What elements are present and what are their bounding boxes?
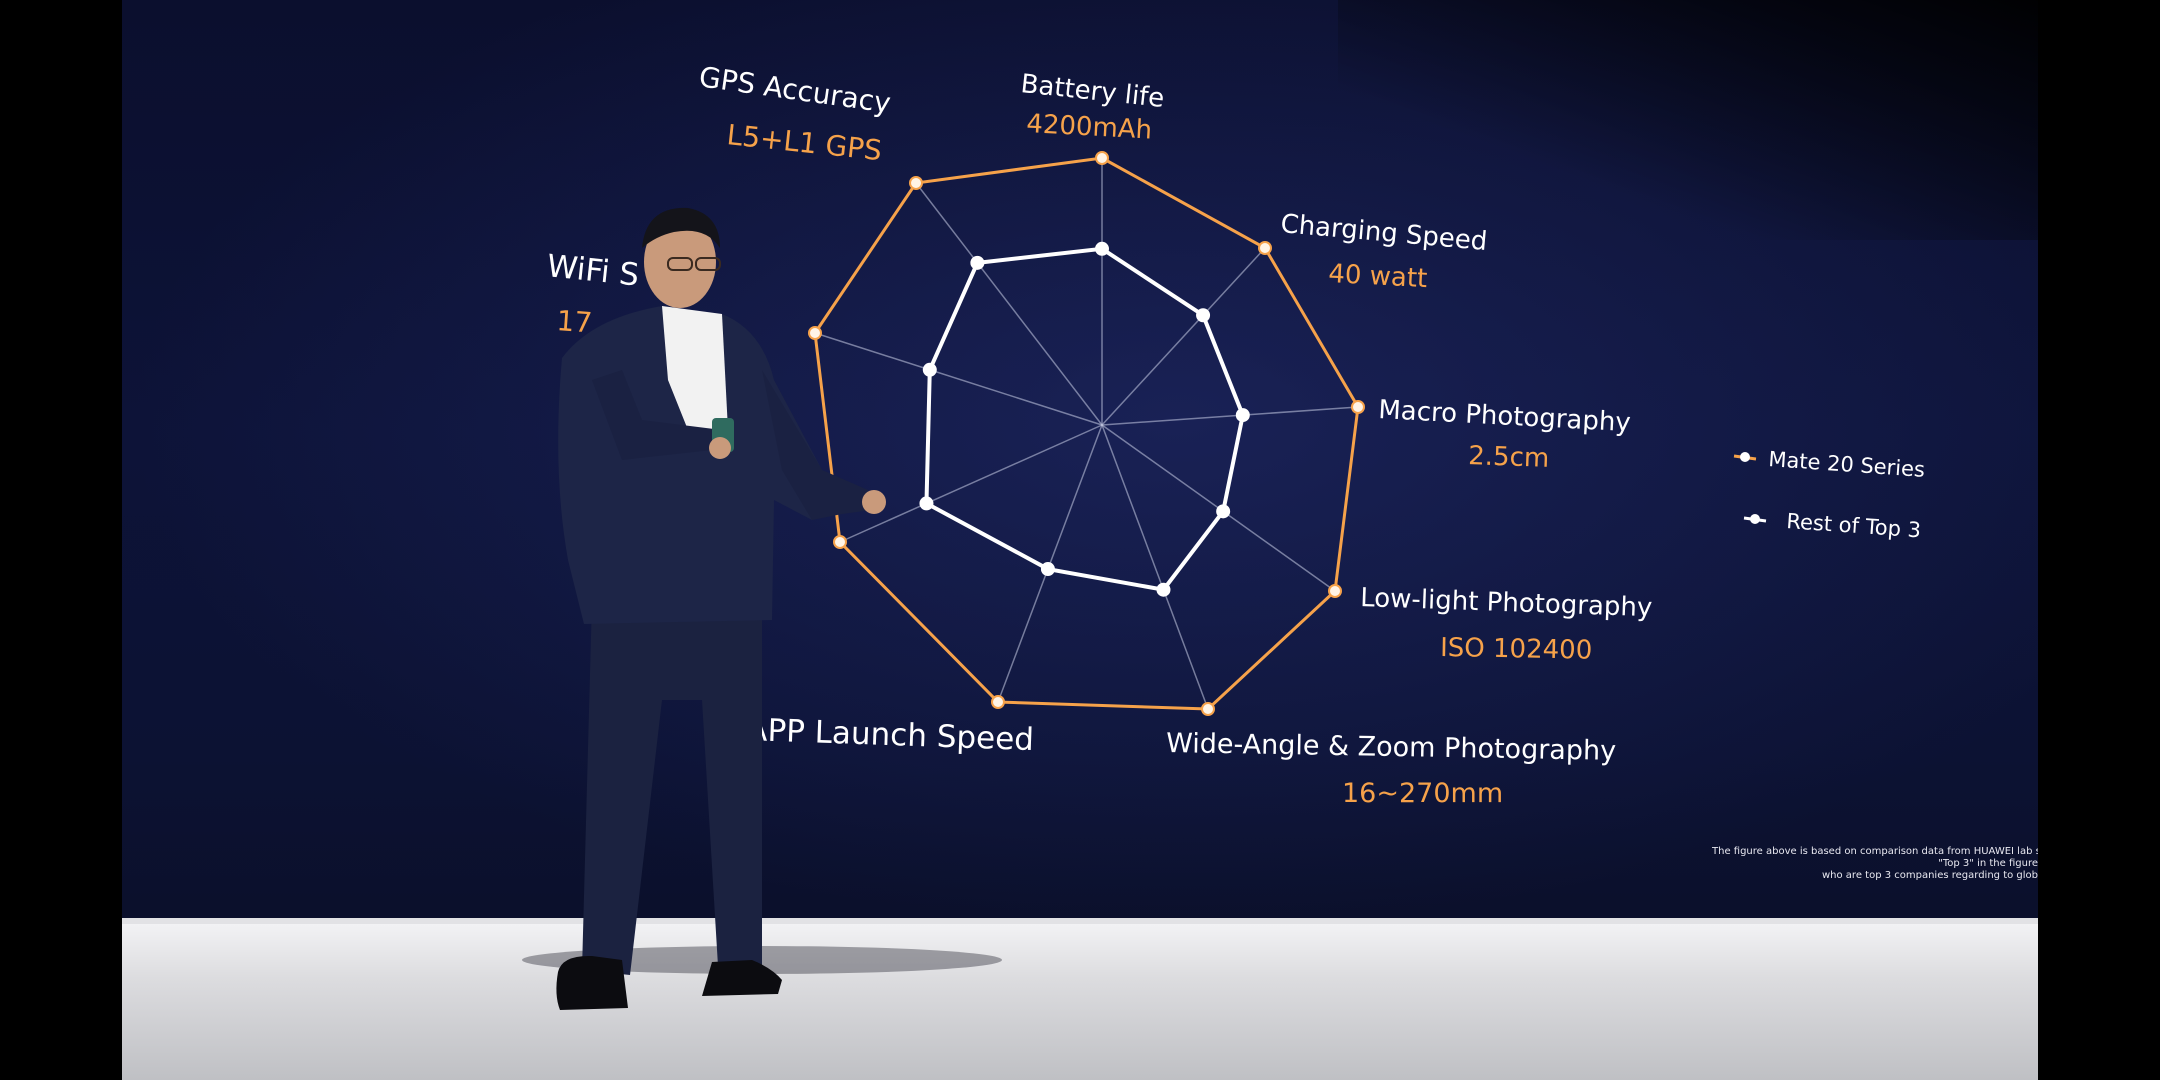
axis-label-low-light-photography: Low-light Photography: [1360, 583, 1653, 623]
radar-spokes: [814, 158, 1359, 710]
axis-label-wide-angle-zoom: Wide-Angle & Zoom Photography: [1166, 728, 1617, 767]
legend-marker-icon: [1750, 514, 1760, 524]
radar-point-s1-0: [1095, 241, 1109, 256]
disclaimer-line-3: who are top 3 companies regarding to glo…: [1821, 870, 2038, 881]
axis-label-gps-accuracy: GPS Accuracy: [697, 60, 893, 120]
legend-item-rest-of-top3: Rest of Top 3: [1743, 509, 1922, 542]
axis-value-wide-angle-zoom: 16~270mm: [1342, 778, 1503, 809]
radar-spoke-4: [1101, 424, 1209, 710]
presentation-stage: Battery life 4200mAh Charging Speed 40 w…: [122, 0, 2038, 1080]
axis-value-charging-speed: 40 watt: [1328, 259, 1428, 294]
radar-point-s0-5: [991, 695, 1005, 709]
axis-value-low-light-photography: ISO 102400: [1440, 633, 1593, 666]
screen-top-shadow: [1338, 0, 2038, 240]
axis-value-macro-photography: 2.5cm: [1468, 441, 1550, 474]
axis-label-app-launch-speed: APP Launch Speed: [746, 712, 1035, 758]
legend-item-mate-20: Mate 20 Series: [1733, 447, 1926, 482]
radar-spoke-1: [1101, 247, 1266, 426]
radar-spoke-2: [1101, 406, 1359, 426]
legend-marker-icon: [1740, 452, 1750, 462]
radar-point-s1-7: [922, 362, 937, 377]
radar-point-s1-6: [919, 496, 934, 511]
radar-point-s0-6: [833, 535, 847, 549]
radar-point-s1-3: [1216, 504, 1231, 519]
radar-points: [808, 151, 1365, 716]
radar-spoke-8: [915, 182, 1103, 426]
disclaimer-line-2: "Top 3" in the figure: [1938, 858, 2038, 869]
radar-point-s1-1: [1196, 308, 1211, 323]
svg-text:Mate 20 Series: Mate 20 Series: [1768, 447, 1926, 482]
stage-edge: [122, 918, 2038, 928]
disclaimer-line-1: The figure above is based on comparison …: [1712, 846, 2038, 857]
radar-point-s1-2: [1235, 408, 1250, 423]
radar-spoke-7: [814, 332, 1103, 426]
radar-point-s1-5: [1040, 562, 1055, 577]
radar-point-s0-3: [1328, 584, 1342, 598]
radar-point-s1-8: [970, 255, 985, 270]
axis-value-wifi-partial: 17: [556, 304, 594, 339]
presenter-figure: [522, 207, 1002, 1010]
radar-point-s0-7: [808, 326, 822, 340]
axis-label-macro-photography: Macro Photography: [1378, 395, 1632, 438]
axis-value-gps-accuracy: L5+L1 GPS: [725, 118, 883, 167]
disclaimer-text: The figure above is based on comparison …: [1712, 846, 2038, 882]
svg-text:Rest of Top 3: Rest of Top 3: [1786, 509, 1922, 542]
axis-label-battery-life: Battery life: [1019, 69, 1165, 114]
radar-point-s0-0: [1095, 151, 1109, 165]
axis-label-charging-speed: Charging Speed: [1279, 209, 1488, 257]
series-rest-of-top3-polygon: [924, 246, 1245, 592]
axis-label-wifi-partial: WiFi S: [545, 248, 641, 293]
axis-value-battery-life: 4200mAh: [1026, 109, 1153, 146]
radar-point-s1-4: [1156, 582, 1171, 597]
radar-point-s0-4: [1201, 702, 1215, 716]
stage-floor: [122, 924, 2038, 1080]
radar-point-s0-2: [1351, 400, 1365, 414]
legend: Mate 20 Series Rest of Top 3: [1733, 447, 1926, 542]
radar-point-s0-8: [909, 176, 923, 190]
radar-point-s0-1: [1258, 241, 1272, 255]
radar-spoke-6: [839, 424, 1103, 543]
series-mate-20-polygon: [813, 156, 1360, 711]
radar-chart: Battery life 4200mAh Charging Speed 40 w…: [522, 60, 1926, 1010]
